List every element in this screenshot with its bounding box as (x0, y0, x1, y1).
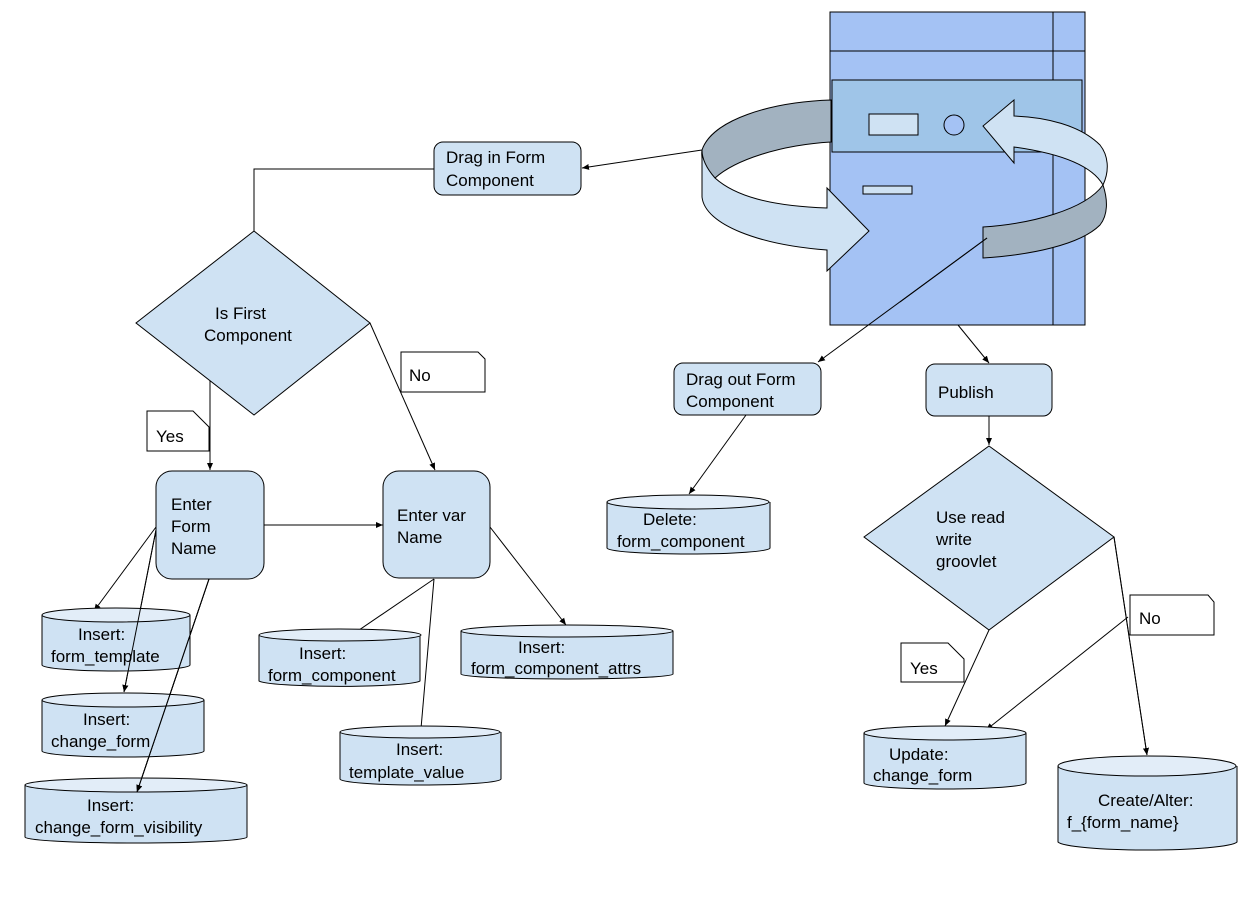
edge-to-form-component-attrs (489, 526, 567, 626)
svg-text:No: No (1139, 609, 1161, 628)
node-drag-out-form-component[interactable]: Drag out Form Component (673, 362, 822, 416)
svg-text:Insert:: Insert: (83, 710, 130, 729)
svg-text:Delete:: Delete: (643, 510, 697, 529)
drag-in-circular-arrow-icon (701, 99, 870, 273)
svg-text:form_template: form_template (51, 647, 160, 666)
node-publish[interactable]: Publish (925, 363, 1053, 417)
svg-text:Is First: Is First (215, 304, 266, 323)
svg-text:Component: Component (686, 392, 774, 411)
decision-use-read-write-groovlet[interactable]: Use read write groovlet (863, 445, 1115, 631)
svg-text:Drag in Form: Drag in Form (446, 148, 545, 167)
svg-text:write: write (935, 530, 972, 549)
svg-text:template_value: template_value (349, 763, 464, 782)
svg-text:Insert:: Insert: (299, 644, 346, 663)
svg-text:f_{form_name}: f_{form_name} (1067, 813, 1179, 832)
svg-text:Use read: Use read (936, 508, 1005, 527)
note-yes-groovlet: Yes (900, 642, 965, 683)
svg-text:Name: Name (171, 539, 216, 558)
note-no-first-component: No (400, 351, 486, 393)
svg-text:Component: Component (446, 171, 534, 190)
svg-text:form_component: form_component (617, 532, 745, 551)
edge-to-form-template (93, 526, 157, 612)
svg-text:Insert:: Insert: (518, 638, 565, 657)
svg-text:No: No (409, 366, 431, 385)
db-insert-form-component-attrs[interactable]: Insert: form_component_attrs (460, 624, 674, 680)
textbox-icon (868, 113, 919, 136)
svg-text:change_form: change_form (873, 766, 972, 785)
overlay-edges (122, 237, 1149, 793)
svg-text:Enter: Enter (171, 495, 212, 514)
db-insert-change-form[interactable]: Insert: change_form (41, 692, 205, 758)
node-drag-in-form-component[interactable]: Drag in Form Component (433, 141, 582, 196)
svg-text:groovlet: groovlet (936, 552, 997, 571)
svg-text:Publish: Publish (938, 383, 994, 402)
svg-text:change_form: change_form (51, 732, 150, 751)
svg-text:Component: Component (204, 326, 292, 345)
radio-icon (943, 114, 965, 136)
db-insert-form-component[interactable]: Insert: form_component (258, 628, 422, 687)
svg-text:Insert:: Insert: (87, 796, 134, 815)
window-frame (829, 11, 1086, 326)
node-enter-form-name[interactable]: Enter Form Name (155, 470, 265, 580)
edge-to-template-value (417, 578, 435, 741)
note-no-groovlet: No (1129, 594, 1215, 636)
edge-no-to-enter-var-name (369, 322, 436, 471)
drag-out-circular-arrow-icon (982, 98, 1108, 259)
edge-window-to-publish (957, 324, 990, 364)
edge-drag-out-to-delete (688, 414, 747, 495)
svg-text:change_form_visibility: change_form_visibility (35, 818, 203, 837)
svg-text:form_component: form_component (268, 666, 396, 685)
form-window-illustration (829, 11, 1086, 326)
edge-yes-to-update (944, 629, 990, 727)
svg-text:Form: Form (171, 517, 211, 536)
decision-is-first-component[interactable]: Is First Component (135, 230, 371, 416)
svg-text:Insert:: Insert: (78, 625, 125, 644)
node-enter-var-name[interactable]: Enter var Name (382, 470, 491, 579)
note-yes-first-component: Yes (146, 410, 210, 452)
svg-text:Name: Name (397, 528, 442, 547)
db-create-alter-form-table[interactable]: Create/Alter: f_{form_name} (1057, 755, 1238, 851)
small-field-icon (862, 185, 913, 195)
db-update-change-form[interactable]: Update: change_form (863, 725, 1027, 790)
svg-text:Enter var: Enter var (397, 506, 466, 525)
svg-text:Drag out Form: Drag out Form (686, 370, 796, 389)
svg-text:Update:: Update: (889, 745, 949, 764)
svg-text:Yes: Yes (156, 427, 184, 446)
edge-no-to-update (985, 616, 1129, 731)
svg-text:Insert:: Insert: (396, 740, 443, 759)
edge-window-to-drag-in (581, 149, 703, 170)
svg-text:Yes: Yes (910, 659, 938, 678)
db-insert-form-template[interactable]: Insert: form_template (41, 607, 191, 672)
svg-text:form_component_attrs: form_component_attrs (471, 659, 641, 678)
db-insert-change-form-visibility[interactable]: Insert: change_form_visibility (24, 578, 248, 844)
svg-text:Create/Alter:: Create/Alter: (1098, 791, 1193, 810)
edge-drag-in-to-decision (253, 168, 434, 231)
db-insert-template-value[interactable]: Insert: template_value (339, 725, 502, 786)
db-delete-form-component[interactable]: Delete: form_component (606, 494, 771, 555)
